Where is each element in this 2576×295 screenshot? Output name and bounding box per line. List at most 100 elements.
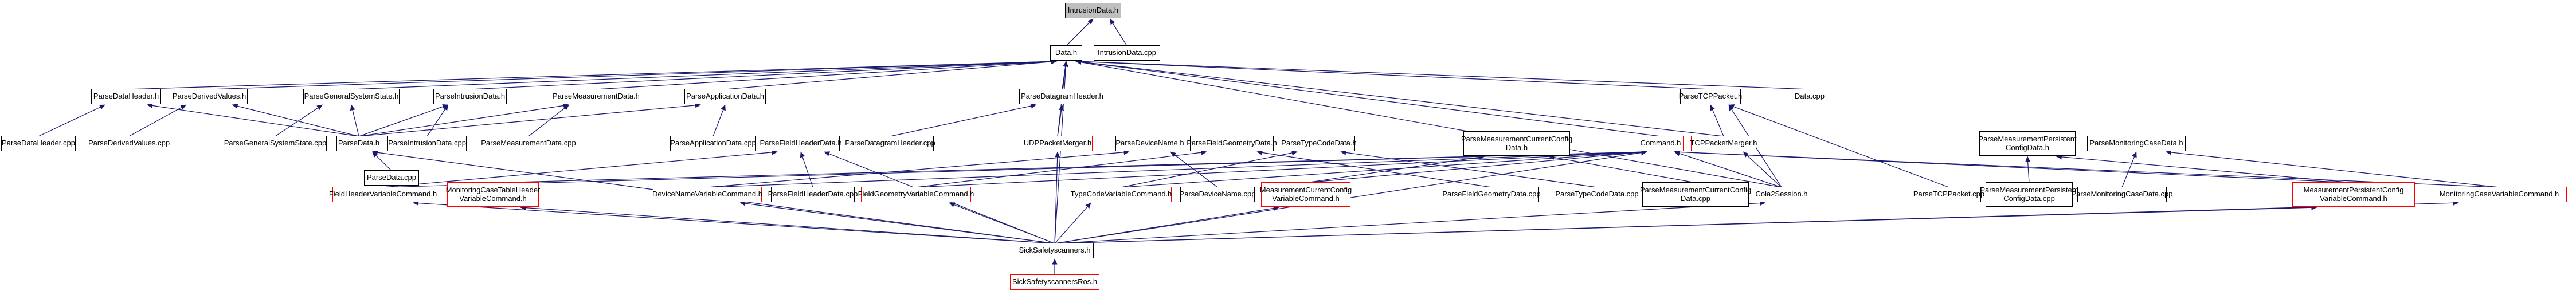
edge-parsedatagramheader-cpp--parsedatagramheader-h xyxy=(890,103,1037,137)
edge-fieldheadervariablecommand-h--parsefieldheaderdata-h xyxy=(382,150,778,188)
node-parsemonitoringcasedata-cpp[interactable]: ParseMonitoringCaseData.cpp xyxy=(2071,187,2173,202)
edge-parsetcppacket-cpp--parsetcppacket-h xyxy=(1728,104,1949,188)
edge-parsedata-cpp--parsedata-h xyxy=(371,151,392,171)
edge-parsedata-h--parsederivedvalues-h xyxy=(232,103,359,137)
node-measurementpersistentconfigvariablecommand-h[interactable]: MeasurementPersistentConfig VariableComm… xyxy=(2292,182,2415,207)
edge-parsemeasurementdata-cpp--parsemeasurementdata-h xyxy=(528,104,569,137)
node-sicksafetyscanners-h[interactable]: SickSafetyscanners.h xyxy=(1016,243,1094,258)
edge-sicksafetyscanners-h--cola2session-h xyxy=(1054,200,1766,244)
edge-parseapplicationdata-cpp--parseapplicationdata-h xyxy=(712,104,726,137)
edge-parsedata-h--parsemeasurementdata-h xyxy=(358,103,570,137)
node-parsemeasurementpersistentconfigdata-h[interactable]: ParseMeasurementPersistent ConfigData.h xyxy=(1978,131,2077,156)
edge-data-h--intrusiondata-h xyxy=(1066,18,1094,46)
edge-parsederivedvalues-cpp--parsederivedvalues-h xyxy=(128,104,187,137)
node-parseapplicationdata-cpp[interactable]: ParseApplicationData.cpp xyxy=(670,136,756,151)
node-fieldgeometryvariablecommand-h[interactable]: FieldGeometryVariableCommand.h xyxy=(858,187,974,202)
node-parsegeneralsystemstate-h[interactable]: ParseGeneralSystemState.h xyxy=(303,89,400,104)
edge-fieldgeometryvariablecommand-h--command-h xyxy=(915,149,1647,188)
edge-sicksafetyscanners-h--udppacketmerger-h xyxy=(1054,151,1060,244)
node-measurementcurrentconfigvariablecommand-h[interactable]: MeasurementCurrentConfig VariableCommand… xyxy=(1260,182,1352,207)
edge-parsedata-h--parsegeneralsystemstate-h xyxy=(350,104,359,137)
edge-sicksafetyscanners-h--data-h xyxy=(1054,61,1068,244)
node-typecodevariablecommand-h[interactable]: TypeCodeVariableCommand.h xyxy=(1071,187,1172,202)
node-parsedevicename-h[interactable]: ParseDeviceName.h xyxy=(1115,136,1184,151)
edge-sicksafetyscanners-h--typecodevariablecommand-h xyxy=(1054,202,1091,244)
edge-parsetypecodedata-cpp--parsetypecodedata-h xyxy=(1340,150,1598,188)
edge-parsegeneralsystemstate-h--data-h xyxy=(351,58,1057,90)
node-cola2session-h[interactable]: Cola2Session.h xyxy=(1755,187,1808,202)
node-parsegeneralsystemstate-cpp[interactable]: ParseGeneralSystemState.cpp xyxy=(224,136,327,151)
node-parsemeasurementcurrentconfigdata-h[interactable]: ParseMeasurementCurrentConfig Data.h xyxy=(1461,131,1572,156)
node-parsemonitoringcasedata-h[interactable]: ParseMonitoringCaseData.h xyxy=(2087,136,2186,151)
node-data-cpp[interactable]: Data.cpp xyxy=(1792,89,1827,104)
node-monitoringcasetableheadervariablecommand-h[interactable]: MonitoringCaseTableHeader VariableComman… xyxy=(446,182,540,207)
node-parsefieldheaderdata-cpp[interactable]: ParseFieldHeaderData.cpp xyxy=(768,187,858,202)
edge-parsedataheader-h--data-h xyxy=(126,58,1057,90)
node-parseintrusiondata-cpp[interactable]: ParseIntrusionData.cpp xyxy=(387,136,467,151)
node-parsederivedvalues-cpp[interactable]: ParseDerivedValues.cpp xyxy=(88,136,170,151)
node-intrusiondata-h[interactable]: IntrusionData.h xyxy=(1065,3,1121,18)
node-parsefieldgeometrydata-cpp[interactable]: ParseFieldGeometryData.cpp xyxy=(1442,187,1541,202)
edge-parsegeneralsystemstate-cpp--parsegeneralsystemstate-h xyxy=(275,104,323,137)
edge-measurementcurrentconfigvariablecommand-h--command-h xyxy=(1305,150,1647,183)
node-parsemeasurementcurrentconfigdata-cpp[interactable]: ParseMeasurementCurrentConfig Data.cpp xyxy=(1640,182,1751,207)
node-parsedataheader-h[interactable]: ParseDataHeader.h xyxy=(91,89,161,104)
edge-data-cpp--data-h xyxy=(1075,58,1810,90)
edge-parsedata-h--parseintrusiondata-h xyxy=(358,104,449,137)
edge-parsedata-h--parsedataheader-h xyxy=(147,103,359,137)
edge-tcppacketmerger-h--parsetcppacket-h xyxy=(1710,104,1724,137)
node-command-h[interactable]: Command.h xyxy=(1638,136,1684,151)
edge-parsemeasurementpersistentconfigdata-cpp--parsemeasurementpersistentconfigdata-h xyxy=(2025,156,2031,183)
edge-monitoringcasevariablecommand-h--parsemonitoringcasedata-h xyxy=(2166,150,2500,188)
edge-sicksafetyscanners-h--devicenamevariablecommand-h xyxy=(739,200,1055,244)
node-parsederivedvalues-h[interactable]: ParseDerivedValues.h xyxy=(171,89,248,104)
edge-parsetcppacket-h--data-h xyxy=(1075,58,1711,90)
node-parsemeasurementdata-h[interactable]: ParseMeasurementData.h xyxy=(551,89,641,104)
node-parsedata-cpp[interactable]: ParseData.cpp xyxy=(364,170,419,186)
edge-sicksafetyscanners-h--fieldgeometryvariablecommand-h xyxy=(949,202,1055,244)
node-parsefieldgeometrydata-h[interactable]: ParseFieldGeometryData.h xyxy=(1187,136,1277,151)
node-parsemeasurementpersistentconfigdata-cpp[interactable]: ParseMeasurementPersistent ConfigData.cp… xyxy=(1980,182,2078,207)
node-tcppacketmerger-h[interactable]: TCPPacketMerger.h xyxy=(1690,136,1757,151)
edge-command-h--data-h xyxy=(1075,59,1661,137)
edge-cola2session-h--tcppacketmerger-h xyxy=(1743,151,1782,188)
edge-cola2session-h--command-h xyxy=(1674,151,1782,188)
node-devicenamevariablecommand-h[interactable]: DeviceNameVariableCommand.h xyxy=(652,187,762,202)
node-parsedataheader-cpp[interactable]: ParseDataHeader.cpp xyxy=(1,136,76,151)
node-parsetcppacket-h[interactable]: ParseTCPPacket.h xyxy=(1679,89,1742,104)
node-parsefieldheaderdata-h[interactable]: ParseFieldHeaderData.h xyxy=(760,136,842,151)
edge-sicksafetyscanners-h--monitoringcasevariablecommand-h xyxy=(1054,200,2459,244)
edge-parsemonitoringcasedata-cpp--parsemonitoringcasedata-h xyxy=(2121,151,2137,188)
node-parsedatagramheader-cpp[interactable]: ParseDatagramHeader.cpp xyxy=(845,136,935,151)
edge-parsemeasurementdata-h--data-h xyxy=(596,59,1057,90)
node-parsedata-h[interactable]: ParseData.h xyxy=(336,136,381,151)
node-parsedevicename-cpp[interactable]: ParseDeviceName.cpp xyxy=(1180,187,1255,202)
edge-sicksafetyscanners-h--command-h xyxy=(1054,150,1647,244)
node-parsedatagramheader-h[interactable]: ParseDatagramHeader.h xyxy=(1019,89,1105,104)
node-monitoringcasevariablecommand-h[interactable]: MonitoringCaseVariableCommand.h xyxy=(2432,187,2567,202)
node-intrusiondata-cpp[interactable]: IntrusionData.cpp xyxy=(1094,45,1160,61)
edge-intrusiondata-cpp--intrusiondata-h xyxy=(1109,18,1128,46)
edge-monitoringcasevariablecommand-h--command-h xyxy=(1674,149,2500,188)
edge-measurementpersistentconfigvariablecommand-h--parsemeasurementpersistentconfigdata-h xyxy=(2056,154,2354,183)
node-parsemeasurementdata-cpp[interactable]: ParseMeasurementData.cpp xyxy=(481,136,576,151)
edge-parseintrusiondata-h--data-h xyxy=(469,58,1057,90)
node-parseapplicationdata-h[interactable]: ParseApplicationData.h xyxy=(684,89,766,104)
edge-udppacketmerger-h--parsedatagramheader-h xyxy=(1057,104,1064,137)
edge-fieldgeometryvariablecommand-h--parsefieldgeometrydata-h xyxy=(915,150,1207,188)
node-sicksafetyscannersros-h[interactable]: SickSafetyscannersRos.h xyxy=(1010,274,1099,290)
edge-sicksafetyscanners-h--monitoringcasetableheadervariablecommand-h xyxy=(520,205,1055,244)
node-parseintrusiondata-h[interactable]: ParseIntrusionData.h xyxy=(433,89,507,104)
edge-sicksafetyscanners-h--measurementcurrentconfigvariablecommand-h xyxy=(1054,206,1279,244)
node-udppacketmerger-h[interactable]: UDPPacketMerger.h xyxy=(1023,136,1093,151)
edge-parseapplicationdata-h--data-h xyxy=(725,59,1057,90)
edge-cola2session-h--data-h xyxy=(1075,60,1782,188)
edge-parsemeasurementcurrentconfigdata-cpp--parsemeasurementcurrentconfigdata-h xyxy=(1548,155,1696,183)
edge-parsefieldheaderdata-cpp--parsefieldheaderdata-h xyxy=(800,151,813,188)
node-fieldheadervariablecommand-h[interactable]: FieldHeaderVariableCommand.h xyxy=(329,187,437,202)
edge-parseintrusiondata-cpp--parseintrusiondata-h xyxy=(426,104,449,137)
node-parsetypecodedata-cpp[interactable]: ParseTypeCodeData.cpp xyxy=(1555,187,1639,202)
node-data-h[interactable]: Data.h xyxy=(1050,45,1082,61)
node-parsetypecodedata-h[interactable]: ParseTypeCodeData.h xyxy=(1281,136,1357,151)
node-parsetcppacket-cpp[interactable]: ParseTCPPacket.cpp xyxy=(1913,187,1984,202)
